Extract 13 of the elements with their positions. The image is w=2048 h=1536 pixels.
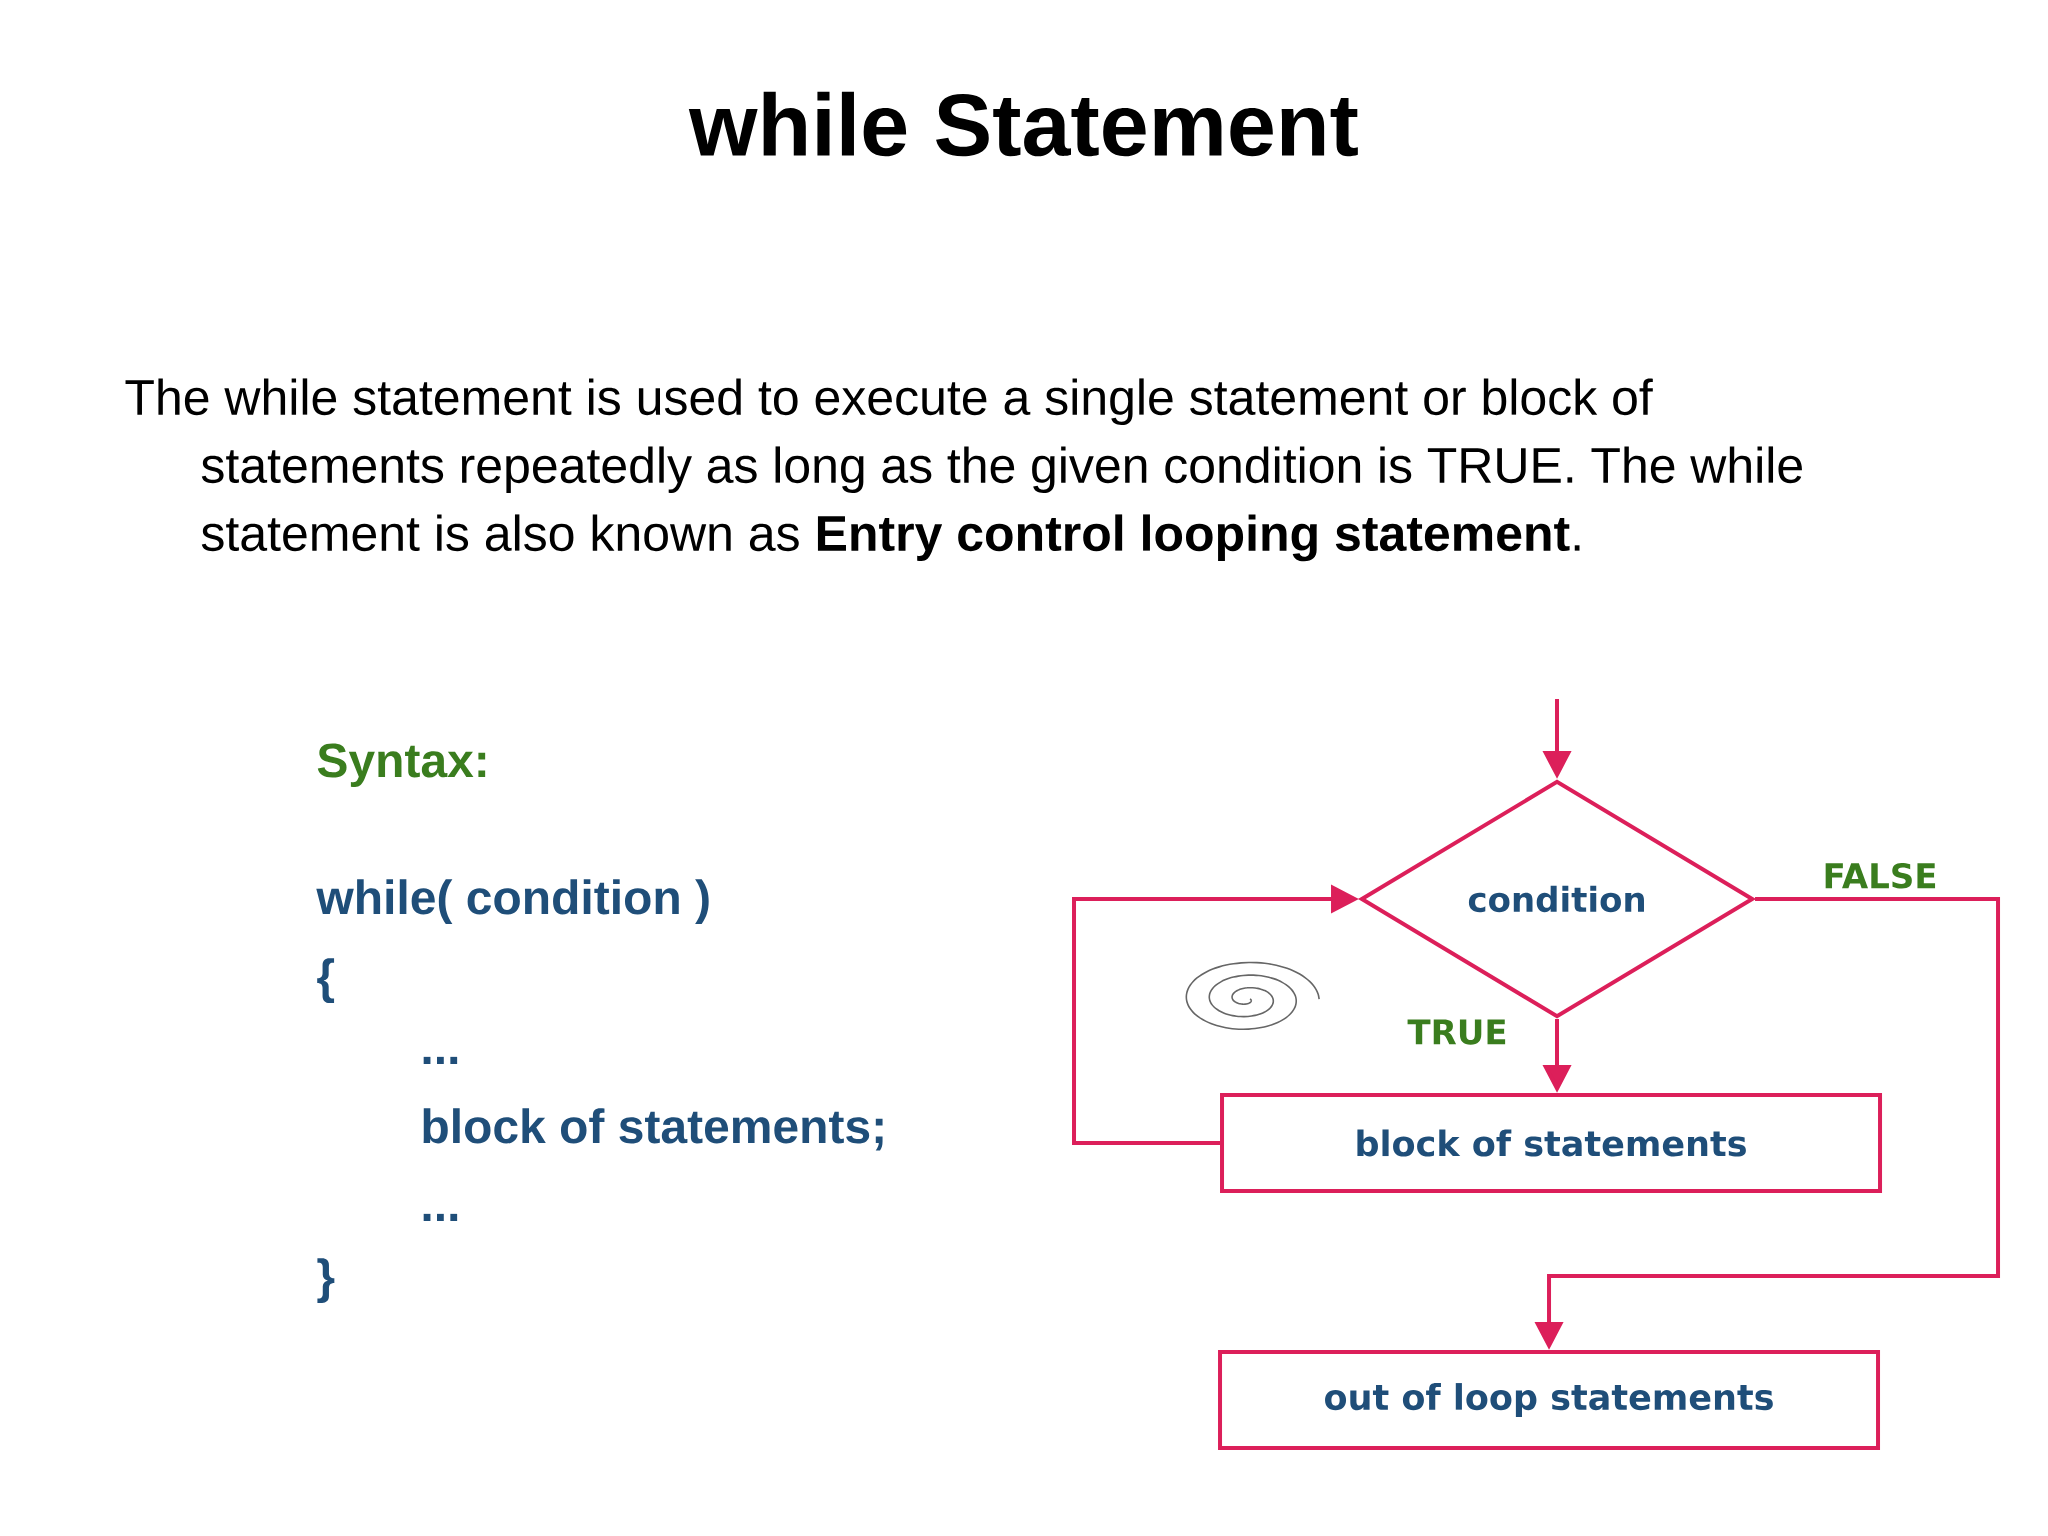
process-box: block of statements [1220,1093,1883,1193]
edge-label: TRUE [1407,1019,1506,1045]
paragraph: The while statement is used to execute a single statement or block of statements repeatedly as long as the given condition is TRUE. The while statement is also known as Entry control looping statement. [125,378,1802,562]
code-line: } [317,1258,335,1303]
edge-label: FALSE [1825,862,1936,889]
syntax-heading: Syntax: [317,743,486,787]
code-line: { [317,958,335,1003]
title: while Statement [688,91,1358,157]
code-line: block of statements; [423,1108,883,1151]
code-line: while( condition ) [316,879,709,924]
process-box: out of loop statements [1218,1350,1881,1450]
code-line: ... [423,1056,458,1064]
code-line: ... [423,1213,458,1221]
